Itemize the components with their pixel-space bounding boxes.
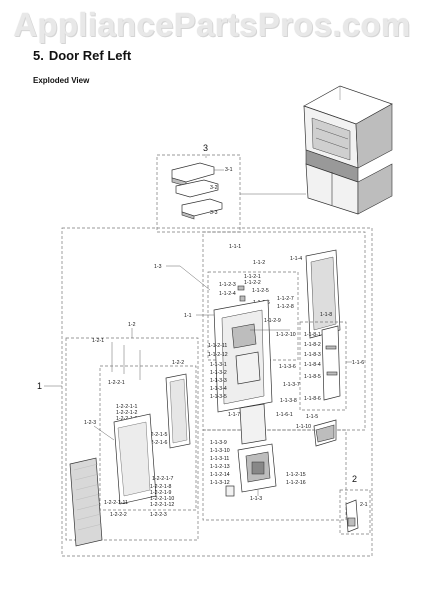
door-outer-skin bbox=[69, 457, 103, 547]
label-1-1-3-11: 1-1-3-11 bbox=[210, 456, 229, 462]
label-1-1-3-5: 1-1-3-5 bbox=[210, 394, 227, 400]
label-1-1-2: 1-1-2 bbox=[253, 260, 265, 266]
watermark-logo: AppliancePartsPros.com bbox=[13, 6, 411, 43]
label-1-1-1: 1-1-1 bbox=[229, 244, 241, 250]
label-1-2-2-1-10: 1-2-2-1-10 bbox=[150, 496, 174, 502]
label-1-1-2-3: 1-1-2-3 bbox=[219, 282, 236, 288]
label-1-1-2-11: 1-1-2-11 bbox=[208, 343, 227, 349]
label-3-3: 3-3 bbox=[210, 210, 218, 216]
label-1-1-8: 1-1-8 bbox=[320, 312, 332, 318]
label-1-1-2-5: 1-1-2-5 bbox=[252, 288, 269, 294]
label-1-2-2-1-7: 1-2-2-1-7 bbox=[152, 476, 173, 482]
label-1-1-3-6: 1-1-3-6 bbox=[279, 364, 296, 370]
label-1-1-2-10: 1-1-2-10 bbox=[276, 332, 296, 338]
label-1-1-2-2: 1-1-2-2 bbox=[244, 280, 261, 286]
label-1-1-8-6: 1-1-8-6 bbox=[304, 396, 321, 402]
label-1-1-2-15: 1-1-2-15 bbox=[286, 472, 306, 478]
group-3-callout: 3 bbox=[203, 143, 208, 153]
label-1-1-4: 1-1-4 bbox=[290, 256, 302, 262]
label-1-1-2-12: 1-1-2-12 bbox=[208, 352, 228, 358]
label-1-1: 1-1 bbox=[184, 313, 192, 319]
label-1-1-3-2: 1-1-3-2 bbox=[210, 370, 227, 376]
label-1-1-3-7: 1-1-3-7 bbox=[283, 382, 300, 388]
door-panel-1-1-4: 1-1-4 bbox=[290, 249, 341, 339]
label-1-2-2: 1-2-2 bbox=[172, 360, 184, 366]
label-1-1-2-9: 1-1-2-9 bbox=[264, 318, 281, 324]
door-inner-panel bbox=[113, 413, 157, 505]
label-1-1-3-12: 1-1-3-12 bbox=[210, 480, 230, 486]
label-1-2-2-1-2: 1-2-2-1-2 bbox=[116, 410, 137, 416]
label-1-2-2-2: 1-2-2-2 bbox=[110, 512, 127, 518]
label-1-1-8-5: 1-1-8-5 bbox=[304, 374, 321, 380]
label-1-2-1: 1-2-1 bbox=[92, 338, 104, 344]
group-3-bins: 3 3-1 3-2 3-3 bbox=[156, 143, 306, 233]
label-1-3: 1-3 bbox=[154, 264, 162, 270]
label-1-1-2-4: 1-1-2-4 bbox=[219, 291, 236, 297]
label-1-1-3-8: 1-1-3-8 bbox=[280, 398, 297, 404]
label-1-1-3-9: 1-1-3-9 bbox=[210, 440, 227, 446]
label-1-1-6-1: 1-1-6-1 bbox=[276, 412, 293, 418]
label-1-2-2-1-8: 1-2-2-1-8 bbox=[150, 484, 171, 490]
label-1-1-2-1: 1-1-2-1 bbox=[244, 274, 261, 280]
label-1-1-2-13: 1-1-2-13 bbox=[210, 464, 230, 470]
label-1-1-3: 1-1-3 bbox=[250, 496, 262, 502]
label-1-1-7: 1-1-7 bbox=[228, 412, 240, 418]
label-3-2: 3-2 bbox=[210, 185, 218, 191]
group-1-boundary bbox=[61, 227, 373, 557]
label-1-2-3: 1-2-3 bbox=[84, 420, 96, 426]
label-1-1-10: 1-1-10 bbox=[296, 424, 311, 430]
label-1-1-8-4: 1-1-8-4 bbox=[304, 362, 321, 368]
section-name: Door Ref Left bbox=[48, 48, 132, 63]
label-1-1-2-14: 1-1-2-14 bbox=[210, 472, 230, 478]
label-1-1-6: 1-1-6 bbox=[352, 360, 364, 366]
label-1-1-3-3: 1-1-3-3 bbox=[210, 378, 227, 384]
dispenser-housing bbox=[237, 443, 277, 493]
label-1-1-2-8: 1-1-2-8 bbox=[277, 304, 294, 310]
label-2-1: 2-1 bbox=[360, 502, 368, 508]
label-1-1-2-7: 1-1-2-7 bbox=[277, 296, 294, 302]
label-1-1-3-10: 1-1-3-10 bbox=[210, 448, 230, 454]
label-1-2-2-1-12: 1-2-2-1-12 bbox=[150, 502, 174, 508]
group-1-callout: 1 bbox=[37, 381, 42, 391]
label-1-2-2-1-9: 1-2-2-1-9 bbox=[150, 490, 171, 496]
section-title: 5. Door Ref Left bbox=[33, 48, 131, 63]
label-1-2-2-3: 1-2-2-3 bbox=[150, 512, 167, 518]
label-1-2-2-1-6: 1-2-2-1-6 bbox=[146, 440, 167, 446]
label-3-1: 3-1 bbox=[225, 167, 233, 173]
label-1-2-2-1-1: 1-2-2-1-1 bbox=[116, 404, 137, 410]
section-number: 5. bbox=[33, 48, 44, 63]
label-1-1-8-1: 1-1-8-1 bbox=[304, 332, 321, 338]
label-1-2-2-1: 1-2-2-1 bbox=[108, 380, 125, 386]
label-1-1-8-3: 1-1-8-3 bbox=[304, 352, 321, 358]
exploded-view-subtitle: Exploded View bbox=[33, 76, 90, 85]
label-1-2-2-1-11: 1-2-2-1-11 bbox=[104, 500, 128, 506]
label-1-1-2-16: 1-1-2-16 bbox=[286, 480, 306, 486]
label-1-1-5: 1-1-5 bbox=[306, 414, 318, 420]
refrigerator-illustration bbox=[303, 85, 393, 215]
label-1-1-3-4: 1-1-3-4 bbox=[210, 386, 227, 392]
label-1-2: 1-2 bbox=[128, 322, 136, 328]
group-2-callout: 2 bbox=[352, 474, 357, 484]
group-2-filter: 2 2-1 bbox=[339, 474, 371, 535]
label-1-2-2-1-5: 1-2-2-1-5 bbox=[146, 432, 167, 438]
door-frame-1-1 bbox=[213, 299, 290, 413]
label-1-1-3-1: 1-1-3-1 bbox=[210, 362, 227, 368]
label-1-1-8-2: 1-1-8-2 bbox=[304, 342, 321, 348]
